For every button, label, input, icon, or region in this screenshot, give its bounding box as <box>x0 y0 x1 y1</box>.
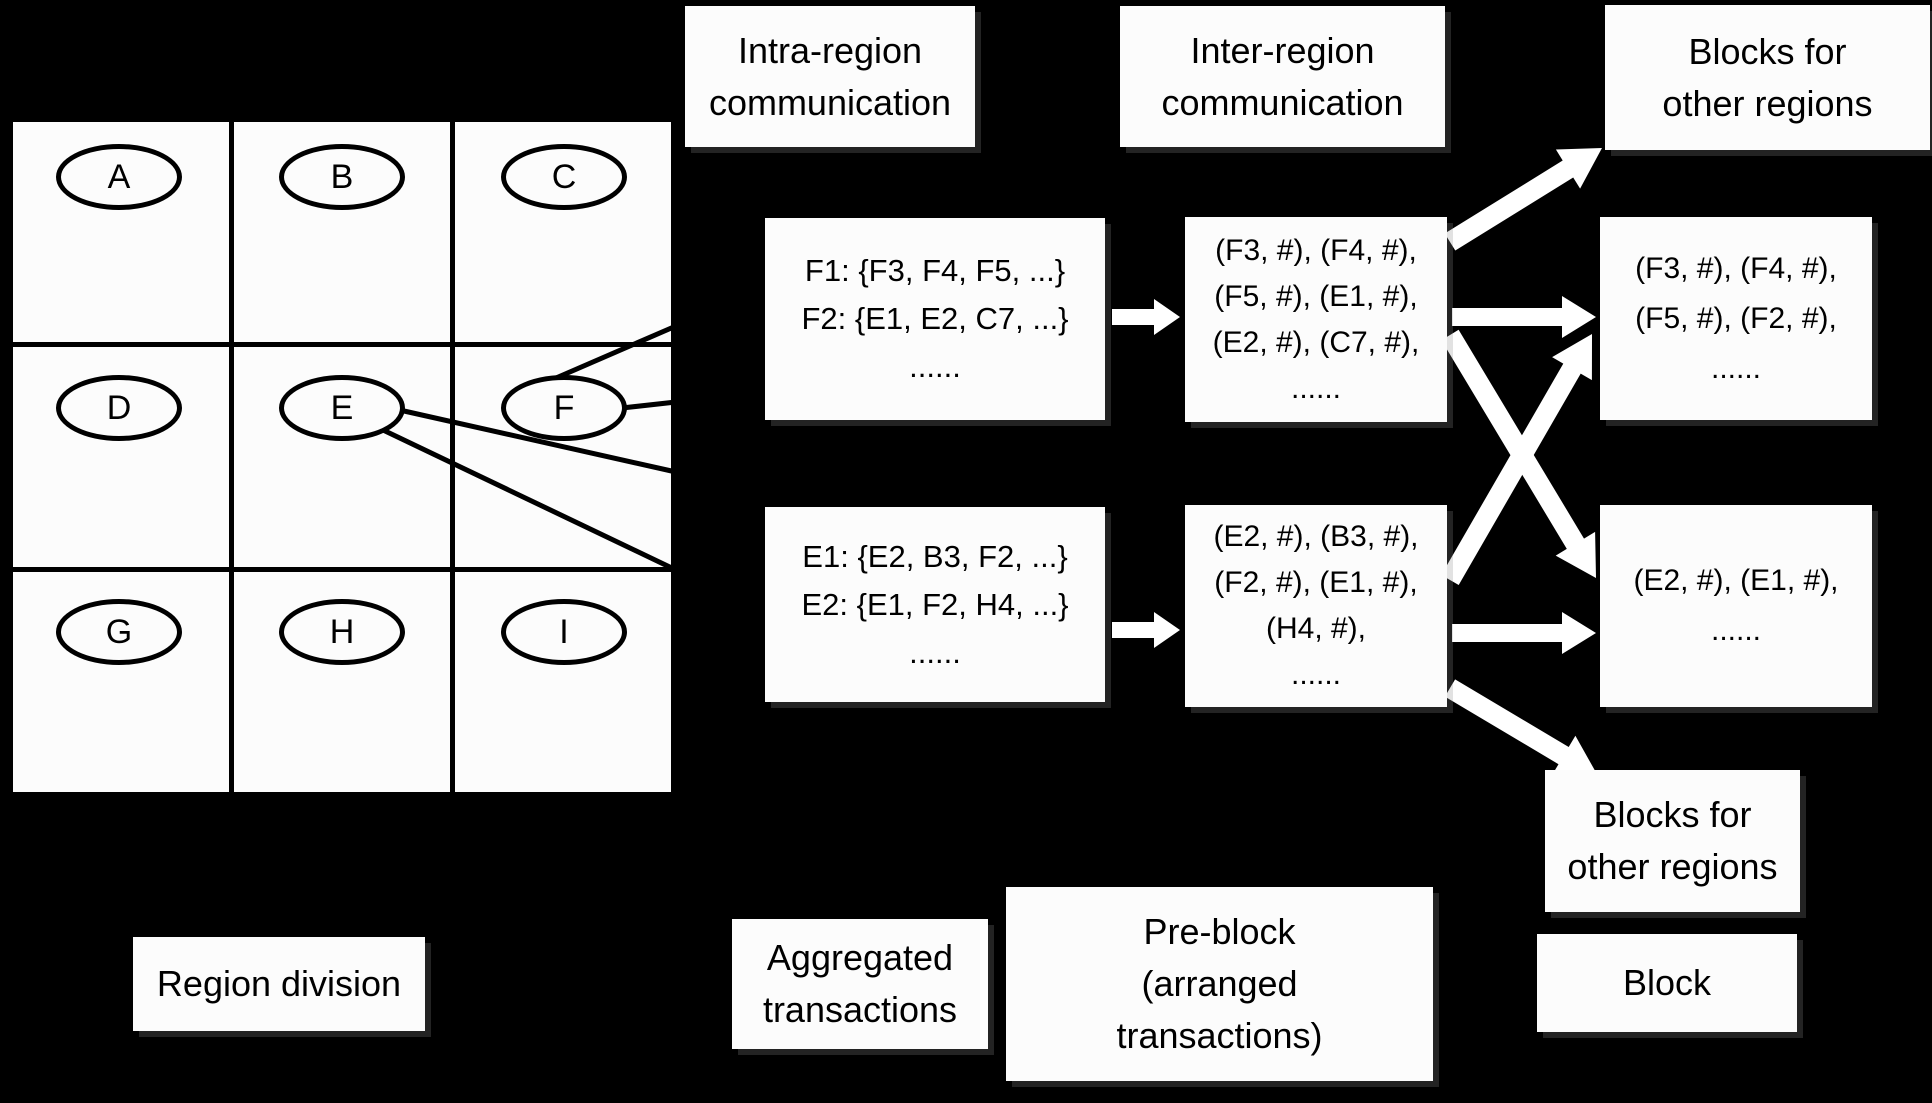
flow-arrow-aggregated2-to-preblock2 <box>1112 612 1180 648</box>
aggregated-transactions-box-1: F1: {F3, F4, F5, ...} F2: {E1, E2, C7, .… <box>765 218 1105 420</box>
preblock-line: (H4, #), <box>1265 612 1367 645</box>
aggregated-transactions-box-2: E1: {E2, B3, F2, ...} E2: {E1, F2, H4, .… <box>765 507 1105 702</box>
region-node-g: G <box>56 599 182 665</box>
region-node-f: F <box>501 375 627 441</box>
label-line: transactions <box>762 989 958 1030</box>
block-label: Block <box>1537 934 1797 1032</box>
transaction-list-line: E2: {E1, F2, H4, ...} <box>801 586 1069 622</box>
region-grid <box>8 117 676 797</box>
blocks-for-other-regions-bottom-label: Blocks for other regions <box>1545 770 1800 912</box>
transaction-list-line: ...... <box>909 634 961 670</box>
blocks-for-other-regions-top-label: Blocks for other regions <box>1605 5 1930 150</box>
preblock-line: ...... <box>1290 658 1341 691</box>
label-line: Block <box>1622 962 1712 1003</box>
flow-arrow-preblock2-to-block2 <box>1452 612 1596 654</box>
preblock-line: (E2, #), (C7, #), <box>1212 325 1420 359</box>
region-division-label: Region division <box>133 937 425 1031</box>
region-node-i: I <box>501 599 627 665</box>
region-node-e: E <box>279 375 405 441</box>
label-line: other regions <box>1662 82 1873 124</box>
region-node-h: H <box>279 599 405 665</box>
preblock-box-2: (E2, #), (B3, #), (F2, #), (E1, #), (H4,… <box>1185 505 1447 707</box>
preblock-line: (F2, #), (E1, #), <box>1214 566 1418 599</box>
transaction-list-line: F2: {E1, E2, C7, ...} <box>801 301 1069 336</box>
label-line: (arranged <box>1141 963 1298 1004</box>
label-line: transactions) <box>1116 1015 1323 1056</box>
label-line: Intra-region <box>737 29 923 71</box>
preblock-line: (E2, #), (B3, #), <box>1213 520 1419 553</box>
flow-arrow-preblock2-to-block1 <box>1441 334 1592 585</box>
label-line: Region division <box>156 963 402 1004</box>
aggregated-transactions-label: Aggregated transactions <box>732 919 988 1049</box>
inter-region-communication-label: Inter-region communication <box>1120 6 1445 147</box>
flow-arrow-aggregated1-to-preblock1 <box>1112 299 1180 335</box>
preblock-box-1: (F3, #), (F4, #), (F5, #), (E1, #), (E2,… <box>1185 217 1447 422</box>
block-line: ...... <box>1710 614 1761 647</box>
region-node-d: D <box>56 375 182 441</box>
block-line: (E2, #), (E1, #), <box>1633 564 1839 597</box>
flow-arrow-preblock1-to-block2 <box>1441 329 1596 578</box>
flow-arrow-preblock1-to-other-regions-top <box>1444 148 1602 251</box>
region-node-a: A <box>56 144 182 210</box>
pre-block-label: Pre-block (arranged transactions) <box>1006 887 1433 1081</box>
intra-region-communication-label: Intra-region communication <box>685 6 975 147</box>
label-line: communication <box>1161 81 1404 123</box>
preblock-line: ...... <box>1290 371 1341 405</box>
block-box-2: (E2, #), (E1, #), ...... <box>1600 505 1872 707</box>
block-line: (F5, #), (F2, #), <box>1635 301 1837 335</box>
transaction-list-line: F1: {F3, F4, F5, ...} <box>804 253 1066 288</box>
block-line: (F3, #), (F4, #), <box>1635 251 1837 285</box>
block-line: ...... <box>1710 351 1761 385</box>
label-line: other regions <box>1567 846 1778 887</box>
preblock-line: (F3, #), (F4, #), <box>1215 233 1417 267</box>
preblock-line: (F5, #), (E1, #), <box>1214 279 1418 313</box>
label-line: Inter-region <box>1190 29 1375 71</box>
transaction-list-line: E1: {E2, B3, F2, ...} <box>802 538 1068 574</box>
label-line: Aggregated <box>766 937 954 978</box>
transaction-list-line: ...... <box>909 349 961 384</box>
label-line: communication <box>708 81 952 123</box>
region-node-c: C <box>501 144 627 210</box>
block-box-1: (F3, #), (F4, #), (F5, #), (F2, #), ....… <box>1600 217 1872 420</box>
label-line: Pre-block <box>1143 911 1296 952</box>
label-line: Blocks for <box>1688 30 1847 72</box>
flow-arrow-preblock1-to-block1 <box>1452 296 1596 338</box>
label-line: Blocks for <box>1593 794 1752 835</box>
region-node-b: B <box>279 144 405 210</box>
flow-arrow-preblock2-to-other-regions-bottom <box>1444 679 1598 776</box>
